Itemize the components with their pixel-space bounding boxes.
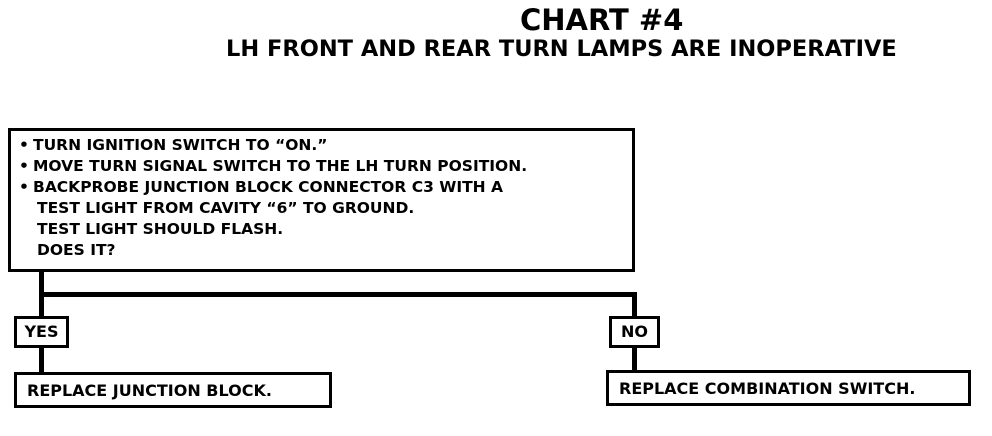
bullet-3: •: [19, 178, 29, 196]
connector-horizontal: [39, 292, 637, 297]
question-line-6-text: DOES IT?: [37, 241, 116, 259]
question-line-2: •MOVE TURN SIGNAL SWITCH TO THE LH TURN …: [19, 156, 632, 177]
question-box: •TURN IGNITION SWITCH TO “ON.” •MOVE TUR…: [8, 128, 635, 272]
no-label-box: NO: [609, 316, 660, 348]
question-line-4-text: TEST LIGHT FROM CAVITY “6” TO GROUND.: [37, 199, 415, 217]
chart-title: CHART #4: [520, 3, 684, 37]
question-line-5: TEST LIGHT SHOULD FLASH.: [23, 219, 632, 240]
question-line-3: •BACKPROBE JUNCTION BLOCK CONNECTOR C3 W…: [19, 177, 632, 198]
no-result-box: REPLACE COMBINATION SWITCH.: [606, 370, 971, 406]
question-line-1-text: TURN IGNITION SWITCH TO “ON.”: [33, 136, 328, 154]
question-line-1: •TURN IGNITION SWITCH TO “ON.”: [19, 135, 632, 156]
yes-label-box: YES: [14, 316, 69, 348]
question-line-4: TEST LIGHT FROM CAVITY “6” TO GROUND.: [23, 198, 632, 219]
connector-no-down: [632, 292, 637, 316]
question-line-3-text: BACKPROBE JUNCTION BLOCK CONNECTOR C3 WI…: [33, 178, 504, 196]
question-line-5-text: TEST LIGHT SHOULD FLASH.: [37, 220, 284, 238]
question-line-6: DOES IT?: [23, 240, 632, 261]
connector-yes-result: [39, 348, 44, 372]
chart-subtitle: LH FRONT AND REAR TURN LAMPS ARE INOPERA…: [226, 36, 897, 62]
question-line-2-text: MOVE TURN SIGNAL SWITCH TO THE LH TURN P…: [33, 157, 528, 175]
bullet-1: •: [19, 136, 29, 154]
yes-result-box: REPLACE JUNCTION BLOCK.: [14, 372, 332, 408]
bullet-2: •: [19, 157, 29, 175]
connector-no-result: [632, 348, 637, 370]
